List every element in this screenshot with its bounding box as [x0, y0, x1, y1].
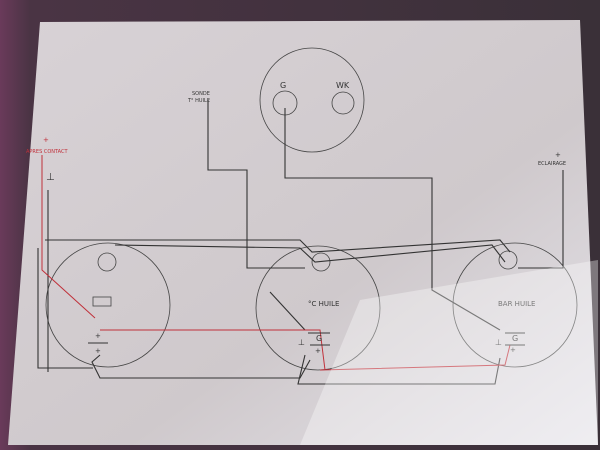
gauge-bar: [452, 242, 578, 368]
red-wires: [41, 155, 511, 371]
ground-symbol: ⊥: [298, 338, 305, 347]
label-bar-huile: BAR HUILE: [498, 300, 535, 308]
label-temp-huile: °C HUILE: [308, 300, 339, 308]
plastic-sleeve-glare: [300, 260, 598, 445]
gauge-temp: [255, 245, 381, 371]
terminal-plus: +: [95, 347, 101, 355]
label-sonde: SONDE: [192, 91, 210, 97]
label-plus: +: [43, 136, 49, 144]
paper-sheet: [8, 20, 598, 445]
terminal-plus: +: [95, 332, 101, 340]
label-sonde-huile: T° HUILE: [187, 98, 210, 104]
label-plus: +: [555, 151, 561, 159]
label-eclairage: ECLAIRAGE: [538, 161, 566, 167]
terminal-plus: +: [315, 347, 321, 355]
label-apres-contact: APRES CONTACT: [26, 149, 68, 155]
ground-symbol: ⊥: [495, 338, 502, 347]
gauge-top: [259, 47, 365, 153]
ground-symbol: ⊥: [46, 172, 55, 183]
terminal-g: G: [316, 334, 322, 343]
label-g: G: [280, 81, 286, 90]
black-wires: [37, 100, 564, 385]
terminal-plus: +: [510, 346, 516, 354]
label-wk: WK: [336, 81, 350, 90]
terminal-g: G: [512, 334, 518, 343]
gauge-left: [45, 242, 171, 368]
